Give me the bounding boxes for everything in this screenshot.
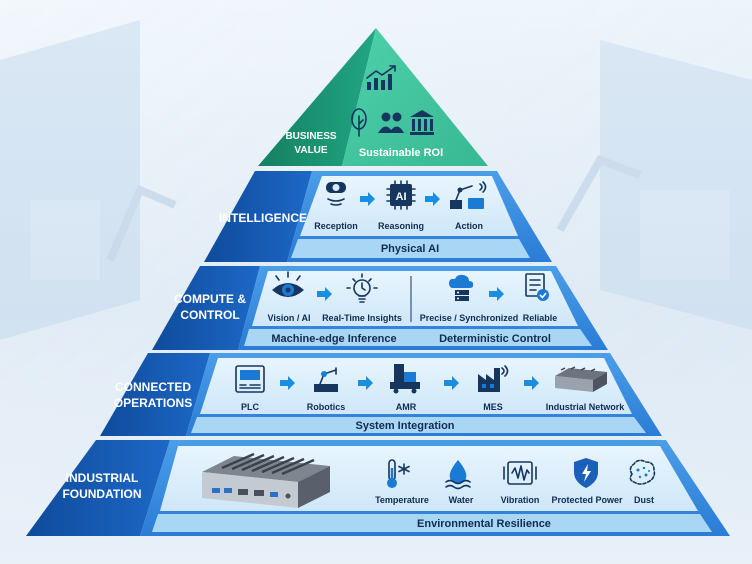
arrow-icon [425, 192, 440, 206]
compute-label-line-2: CONTROL [180, 308, 239, 322]
tier-connected-operations: CONNECTED OPERATIONS [100, 353, 662, 436]
item-action-label: Action [455, 221, 483, 231]
item-dust-label: Dust [634, 495, 654, 505]
foundation-band [152, 514, 712, 532]
item-real-time-insights-label: Real-Time Insights [322, 313, 402, 323]
arrow-icon [489, 287, 504, 301]
lightbulb-icon [346, 273, 378, 303]
growth-chart-icon [366, 65, 396, 90]
compute-inner-panel [252, 271, 578, 326]
compute-label-line-1: COMPUTE & [174, 292, 246, 306]
bank-icon [410, 110, 434, 135]
arrow-icon [280, 376, 295, 390]
connected-label-line-2: OPERATIONS [114, 396, 192, 410]
foundation-left-face [26, 440, 170, 536]
intelligence-band-label: Physical AI [381, 243, 439, 255]
factory-icon [478, 365, 509, 392]
intelligence-label: INTELLIGENCE [219, 211, 307, 225]
apex-band-label: Sustainable ROI [359, 147, 443, 159]
checklist-icon [525, 273, 549, 301]
arrow-icon [444, 376, 459, 390]
intelligence-left-face [204, 171, 312, 262]
item-vision-ai-label: Vision / AI [267, 313, 310, 323]
robot-arm-icon [450, 181, 487, 209]
compute-band-label-1: Machine-edge Inference [271, 333, 396, 345]
vibration-icon [503, 461, 537, 485]
apex-left-face [258, 28, 376, 166]
tier-compute-control: COMPUTE & CONTROL Visi [152, 266, 608, 350]
item-water-label: Water [449, 495, 474, 505]
item-mes-label: MES [483, 402, 503, 412]
amr-icon [390, 364, 420, 394]
robot-arm-icon [314, 367, 338, 392]
item-amr-label: AMR [396, 402, 417, 412]
tier-business-value: BUSINESS VALUE Sustai [258, 28, 488, 166]
connected-left-face [100, 353, 210, 436]
people-icon [378, 112, 404, 133]
network-device-icon [555, 366, 607, 392]
tier-intelligence: INTELLIGENCE AI Reception Reasoning Acti… [204, 171, 552, 262]
connected-band [191, 417, 646, 433]
foundation-band-label: Environmental Resilience [417, 518, 551, 530]
item-temperature-label: Temperature [375, 495, 429, 505]
ai-chip-icon: AI [386, 180, 416, 210]
compute-left-face [152, 266, 260, 350]
arrow-icon [317, 287, 332, 301]
item-vibration-label: Vibration [501, 495, 540, 505]
tree-icon [351, 108, 367, 137]
compute-band [244, 329, 592, 346]
svg-text:AI: AI [396, 191, 407, 203]
tier-industrial-foundation: INDUSTRIAL FOUNDATION [26, 440, 730, 536]
dust-icon [629, 459, 656, 485]
apex-label-line-1: BUSINESS [285, 131, 336, 142]
intelligence-band [291, 239, 530, 258]
foundation-label-line-1: INDUSTRIAL [66, 471, 139, 485]
item-protected-power-label: Protected Power [551, 495, 623, 505]
foundation-label-line-2: FOUNDATION [62, 487, 141, 501]
compute-band-label-2: Deterministic Control [439, 333, 551, 345]
item-reliable-label: Reliable [523, 313, 558, 323]
arrow-icon [358, 376, 373, 390]
item-reception-label: Reception [314, 221, 358, 231]
item-reasoning-label: Reasoning [378, 221, 424, 231]
connected-label-line-1: CONNECTED [115, 380, 191, 394]
arrow-icon [524, 376, 539, 390]
plc-icon [235, 365, 265, 393]
item-robotics-label: Robotics [307, 402, 346, 412]
edge-computer-icon [202, 452, 330, 508]
item-precise-synchronized-label: Precise / Synchronized [420, 313, 519, 323]
item-industrial-network-label: Industrial Network [546, 402, 626, 412]
item-plc-label: PLC [241, 402, 260, 412]
arrow-icon [360, 192, 375, 206]
thermometer-snowflake-icon [387, 459, 410, 488]
shield-bolt-icon [574, 458, 598, 488]
water-drop-icon [445, 460, 471, 490]
camera-sensor-icon [326, 182, 346, 206]
connected-band-label: System Integration [355, 420, 454, 432]
eye-icon [272, 271, 304, 297]
apex-right-face [342, 28, 488, 166]
apex-label-line-2: VALUE [294, 145, 327, 156]
cloud-server-icon [449, 274, 474, 301]
